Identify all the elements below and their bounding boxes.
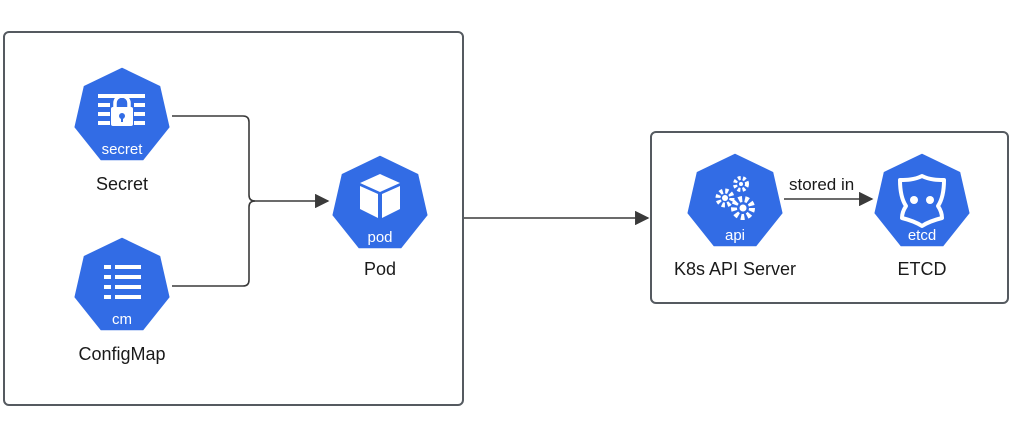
secret-node[interactable]: secret (70, 64, 174, 168)
api-server-node[interactable]: api (683, 150, 787, 254)
etcd-label: ETCD (897, 259, 947, 279)
gears-icon (715, 176, 755, 220)
pod-label: Pod (363, 259, 397, 279)
pod-node[interactable]: pod (328, 152, 432, 256)
list-icon (104, 265, 141, 299)
configmap-abbr: cm (112, 311, 132, 328)
etcd-node[interactable]: etcd (870, 150, 974, 254)
configmap-node[interactable]: cm (70, 234, 174, 338)
lock-icon (98, 94, 145, 126)
cube-icon (360, 174, 400, 218)
etcd-abbr: etcd (908, 227, 936, 244)
etcd-icon (898, 174, 946, 228)
configmap-label: ConfigMap (78, 344, 166, 364)
secret-abbr: secret (102, 141, 144, 158)
edge-label-stored-in: stored in (789, 175, 855, 195)
secret-label: Secret (95, 174, 149, 194)
api-server-label: K8s API Server (673, 259, 797, 279)
api-server-abbr: api (725, 227, 745, 244)
pod-abbr: pod (367, 229, 392, 246)
